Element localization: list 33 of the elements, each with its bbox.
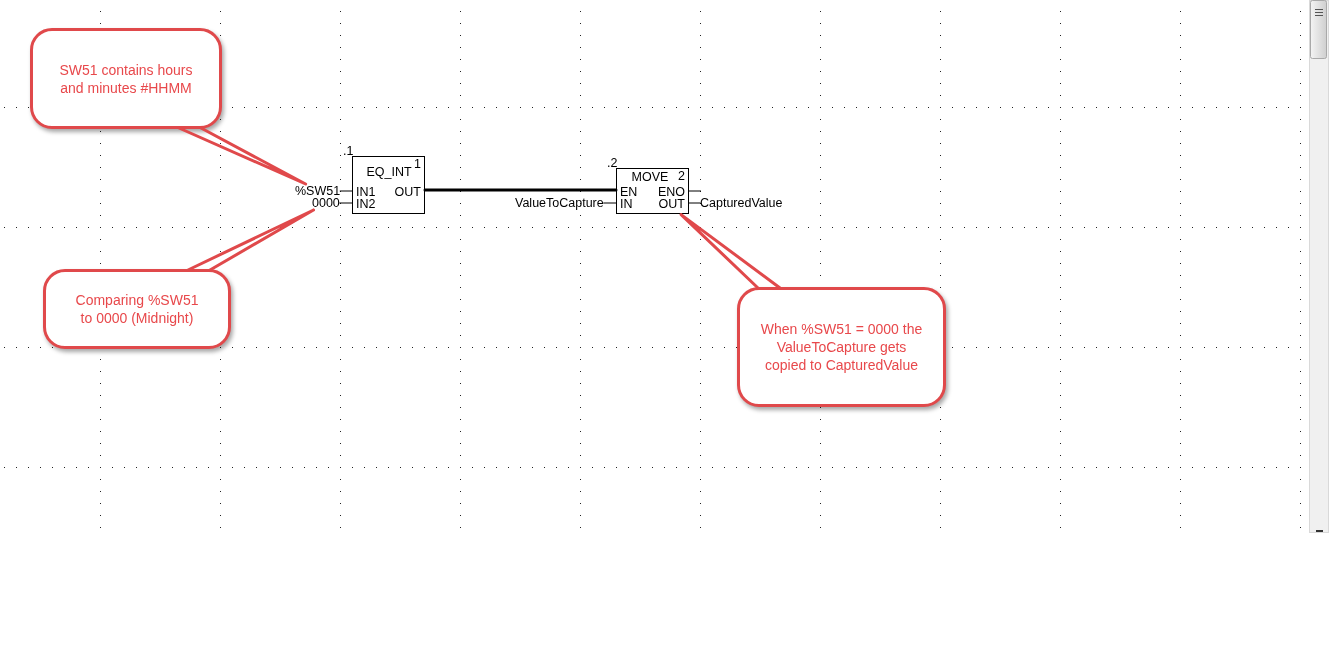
- callout-pointer: [177, 126, 308, 186]
- connection-line: [339, 190, 353, 192]
- pin-label: EN: [620, 186, 638, 199]
- connection-line: [603, 202, 617, 204]
- constant-value: 0000: [312, 196, 340, 210]
- pin-label: IN: [620, 198, 633, 211]
- execution-order-number: .2: [607, 157, 618, 170]
- pin-label: IN1: [356, 186, 376, 199]
- callout-text: When %SW51 = 0000 the ValueToCapture gets copied to CapturedValue: [760, 320, 923, 374]
- variable-label: %SW51: [295, 184, 341, 198]
- pin-label: OUT: [394, 186, 421, 199]
- callout-text: Comparing %SW51 to 0000 (Midnight): [74, 291, 200, 327]
- execution-order-number: .1: [343, 145, 354, 158]
- connection-line: [423, 188, 618, 192]
- callout-bubble: [30, 28, 222, 129]
- callout-bubble: [737, 287, 946, 407]
- callout-pointer: [186, 208, 315, 272]
- block-name: EQ_INT: [366, 166, 412, 179]
- pin-label: OUT: [658, 198, 685, 211]
- block-name: MOVE: [631, 171, 669, 184]
- variable-label: CapturedValue: [700, 196, 783, 210]
- pin-label: IN2: [356, 198, 376, 211]
- instance-number: 1: [414, 158, 421, 171]
- pin-label: ENO: [657, 186, 685, 199]
- callout-bubble: [43, 269, 231, 349]
- connection-line: [688, 202, 701, 204]
- connection-line: [339, 202, 353, 204]
- function-block: [616, 168, 689, 214]
- instance-number: 2: [678, 170, 685, 183]
- callout-pointer: [679, 213, 782, 290]
- variable-label: ValueToCapture: [515, 196, 604, 210]
- function-block: [352, 156, 425, 214]
- callout-text: SW51 contains hours and minutes #HHMM: [58, 60, 194, 97]
